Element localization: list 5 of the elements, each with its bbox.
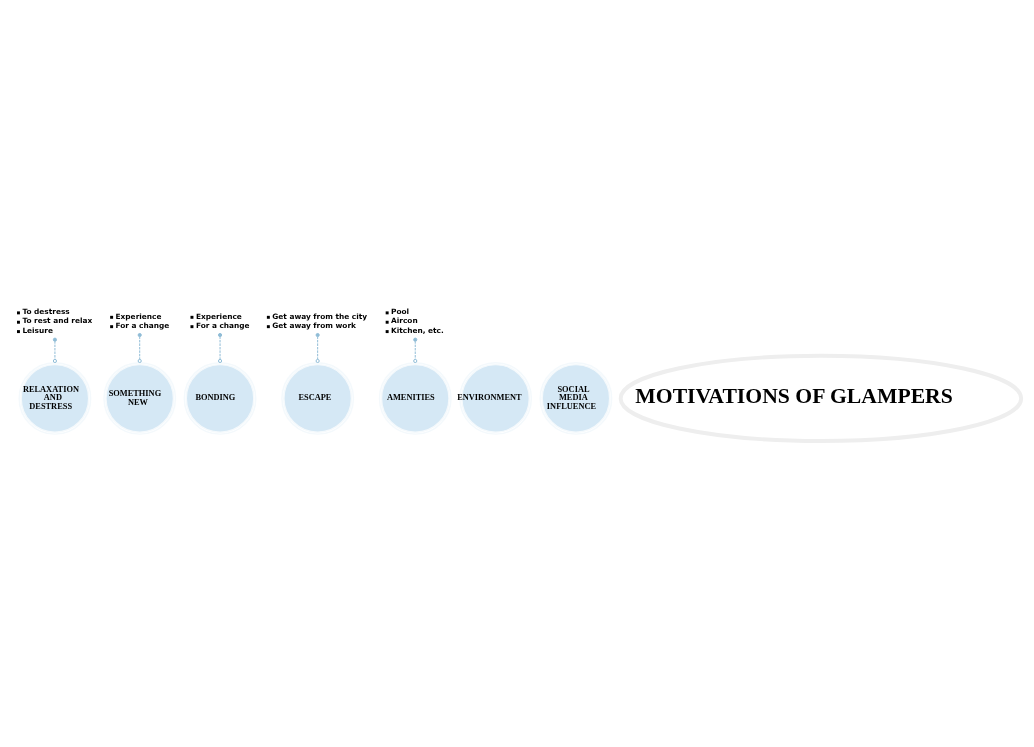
connector	[137, 332, 142, 364]
connector	[413, 337, 418, 364]
connector	[315, 332, 320, 364]
connector	[52, 337, 57, 364]
connector	[218, 332, 223, 364]
